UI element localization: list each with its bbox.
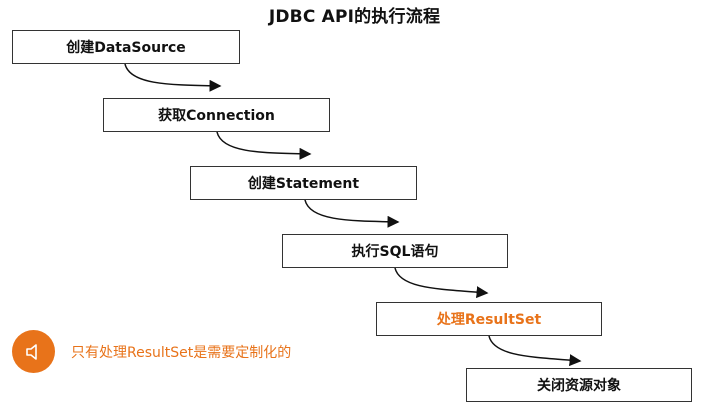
step-process-resultset: 处理ResultSet (376, 302, 602, 336)
arrow-4 (394, 267, 489, 299)
arrow-1 (124, 63, 222, 92)
diagram-title: JDBC API的执行流程 (268, 7, 441, 27)
step-get-connection: 获取Connection (103, 98, 330, 132)
arrow-5 (488, 335, 582, 367)
arrow-2 (216, 131, 312, 160)
step-close-resources: 关闭资源对象 (466, 368, 692, 402)
step-create-statement: 创建Statement (190, 166, 417, 200)
step-create-datasource: 创建DataSource (12, 30, 240, 64)
note-text: 只有处理ResultSet是需要定制化的 (71, 345, 292, 361)
speaker-icon (12, 330, 55, 373)
arrow-3 (304, 199, 400, 228)
step-execute-sql: 执行SQL语句 (282, 234, 508, 268)
